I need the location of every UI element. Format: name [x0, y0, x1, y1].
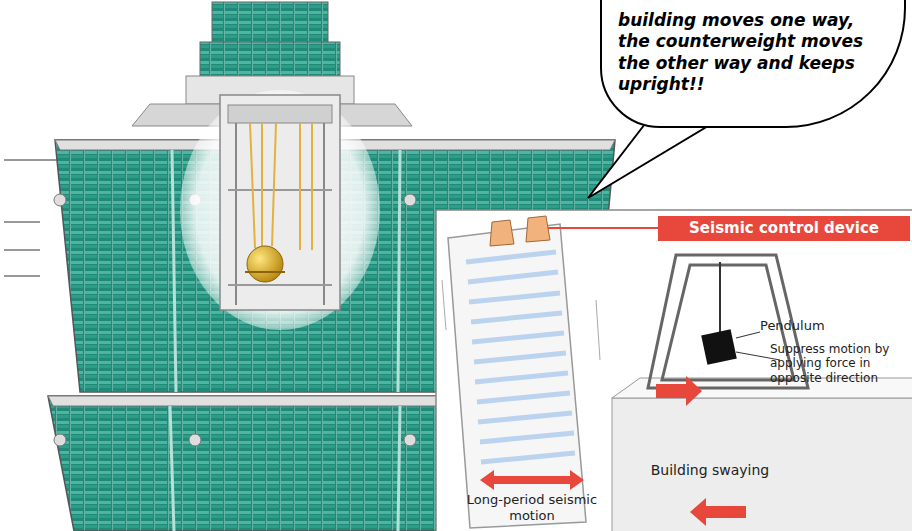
speech-bubble: building moves one way, the counterweigh…	[600, 0, 906, 128]
motion-label: Long-period seismic motion	[462, 492, 602, 523]
motion-label: Building swaying	[640, 462, 780, 479]
note-text: Suppress motion by applying force in opp…	[770, 342, 908, 385]
part-label: Pendulum	[760, 318, 860, 334]
node-text: building moves one way, the counterweigh…	[618, 10, 890, 95]
node-text: Seismic control device	[666, 219, 902, 238]
title-banner: Seismic control device	[658, 216, 910, 241]
